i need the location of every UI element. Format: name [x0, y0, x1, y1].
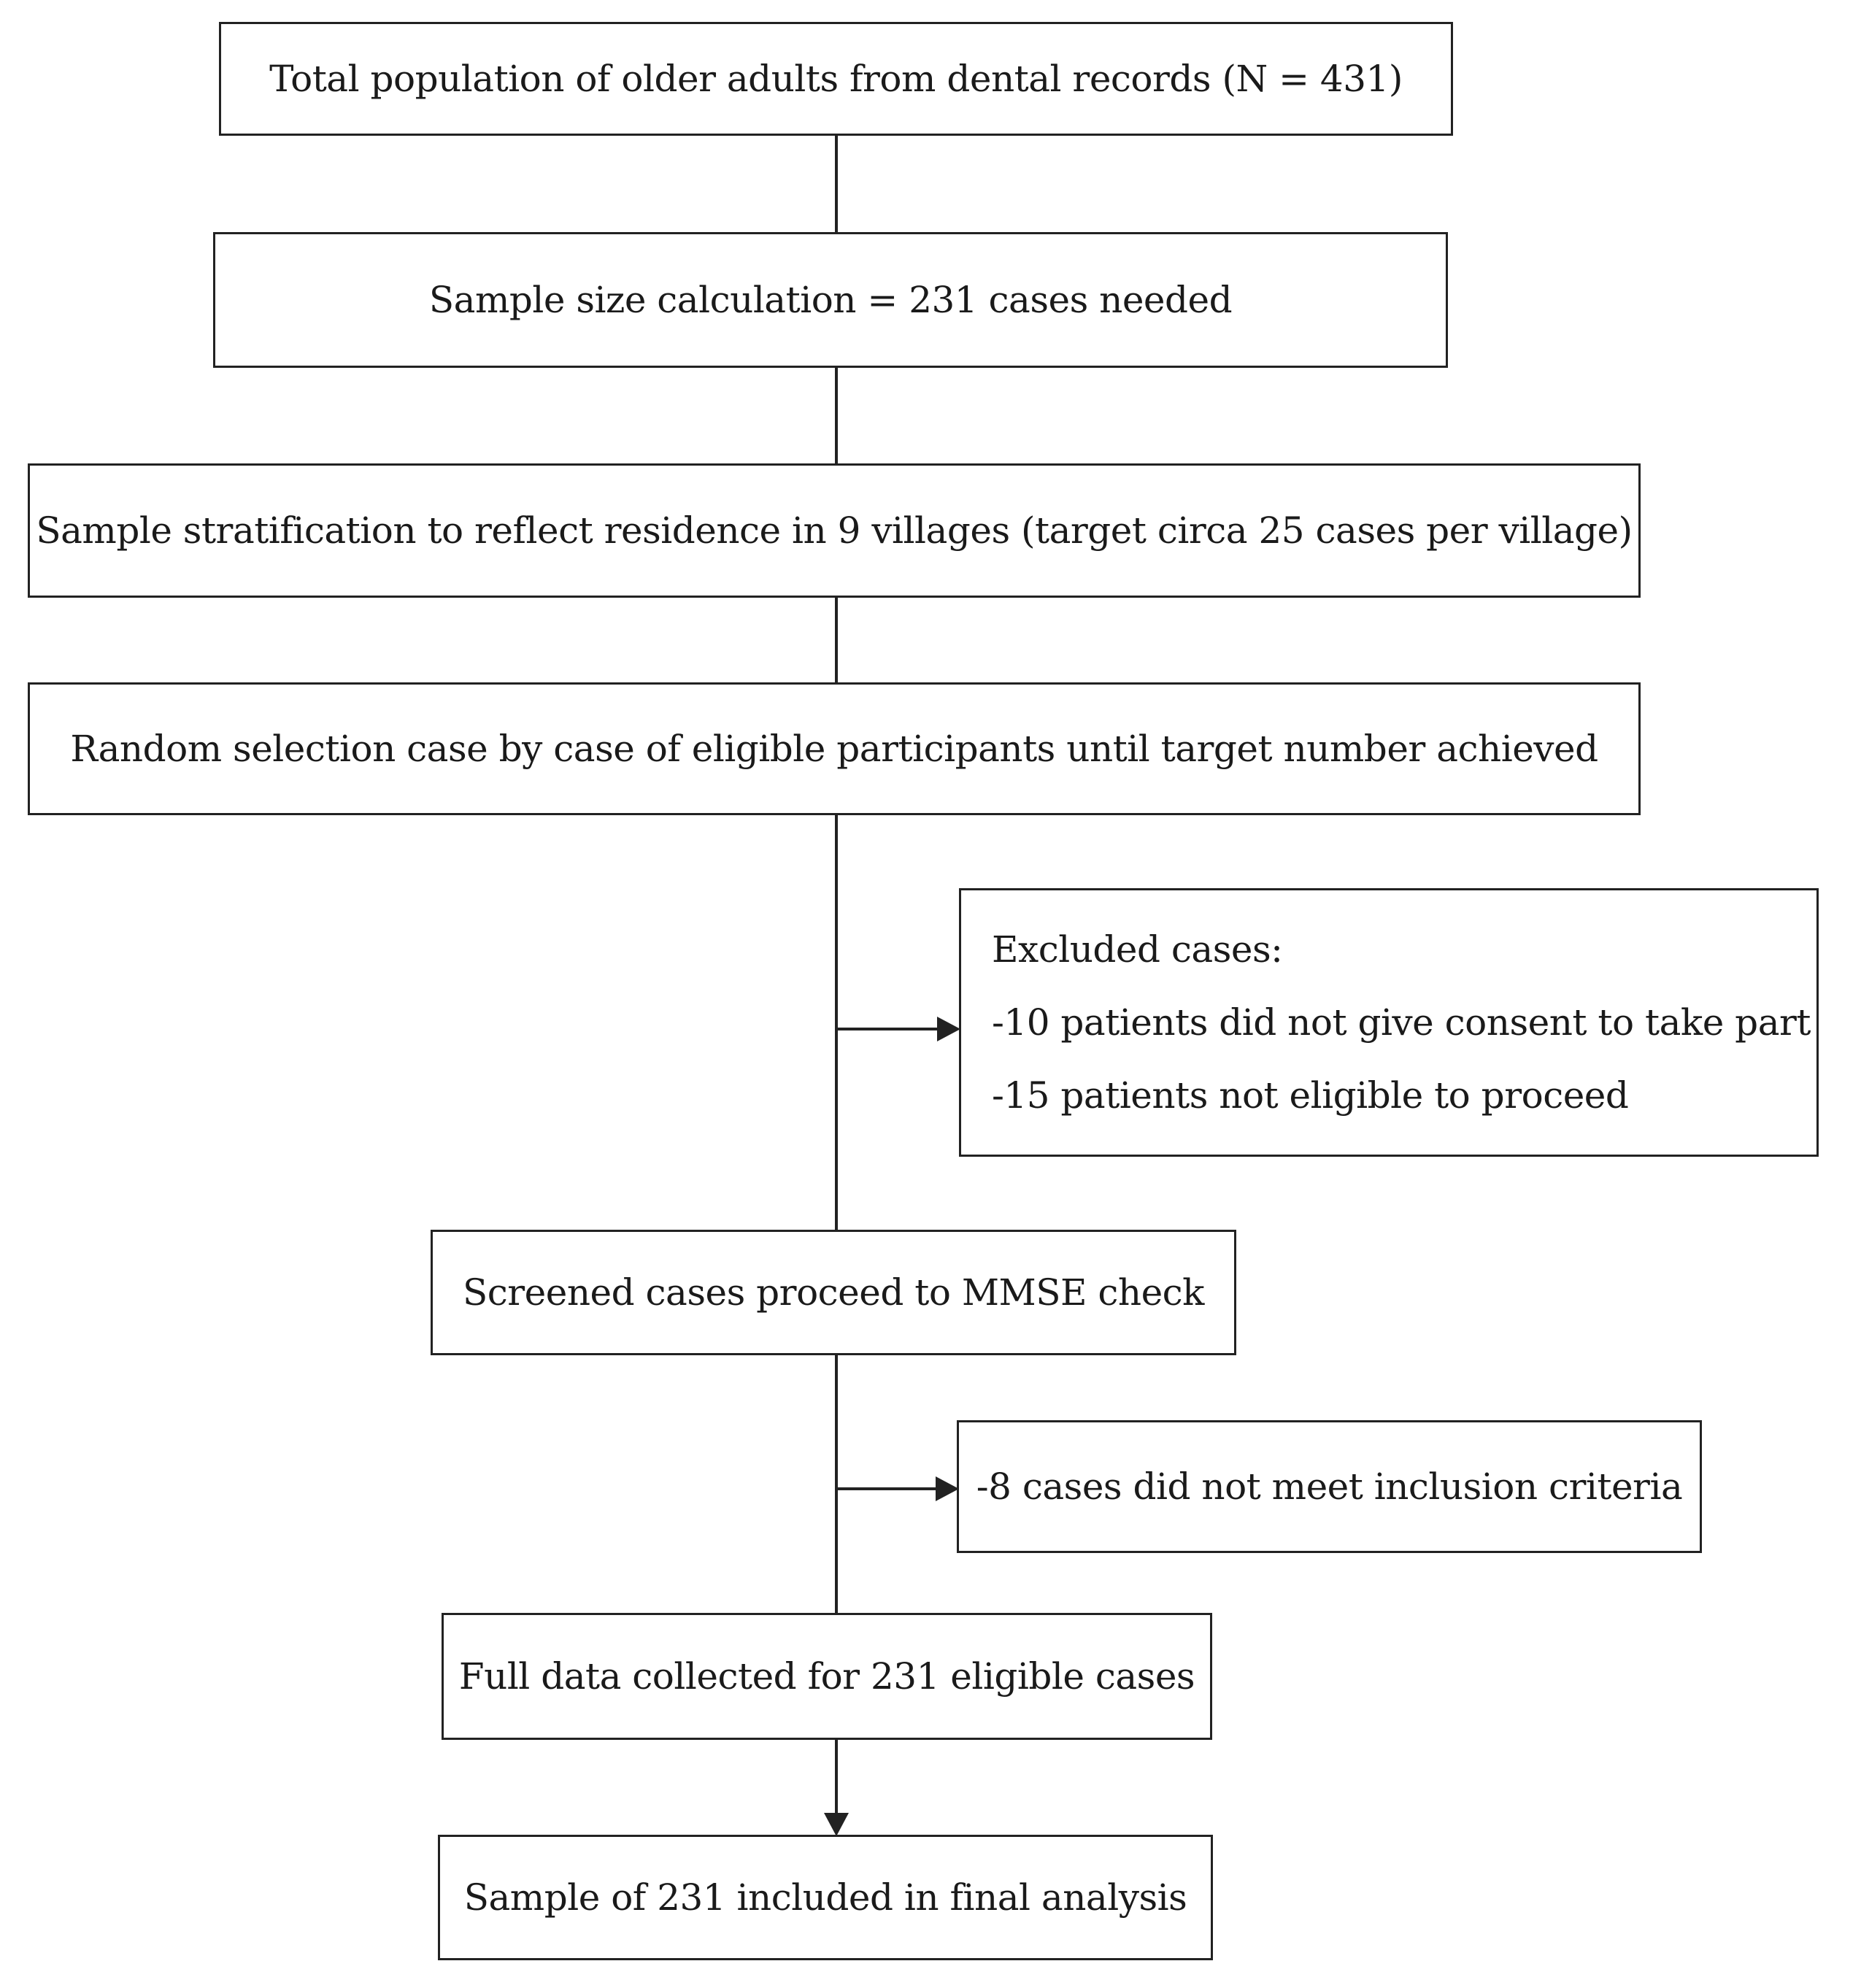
step-total-population-label: Total population of older adults from de…: [269, 58, 1403, 100]
excluded-not-eligible: -15 patients not eligible to proceed: [992, 1074, 1629, 1117]
step-stratification: Sample stratification to reflect residen…: [28, 463, 1641, 598]
connector-3-4: [835, 596, 838, 684]
arrow-to-excluded2: [936, 1476, 959, 1501]
step-mmse-check: Screened cases proceed to MMSE check: [431, 1230, 1236, 1355]
excluded-cases-heading: Excluded cases:: [992, 928, 1283, 971]
connector-5-6: [835, 1354, 838, 1614]
step-final-analysis: Sample of 231 included in final analysis: [438, 1835, 1213, 1960]
step-stratification-label: Sample stratification to reflect residen…: [36, 509, 1633, 552]
excluded-inclusion-box: -8 cases did not meet inclusion criteria: [957, 1420, 1702, 1553]
excluded-cases-box: Excluded cases: -10 patients did not giv…: [959, 888, 1819, 1157]
step-sample-size-label: Sample size calculation = 231 cases need…: [428, 279, 1233, 321]
connector-to-excluded2: [836, 1487, 937, 1490]
step-random-selection-label: Random selection case by case of eligibl…: [70, 728, 1598, 770]
step-total-population: Total population of older adults from de…: [219, 22, 1453, 136]
step-full-data: Full data collected for 231 eligible cas…: [442, 1613, 1212, 1740]
arrow-to-excluded: [937, 1017, 960, 1041]
excluded-no-consent: -10 patients did not give consent to tak…: [992, 1001, 1811, 1044]
step-full-data-label: Full data collected for 231 eligible cas…: [458, 1655, 1195, 1698]
excluded-inclusion-label: -8 cases did not meet inclusion criteria: [976, 1465, 1683, 1508]
arrow-to-step7: [824, 1813, 849, 1836]
connector-4-5: [835, 814, 838, 1231]
step-mmse-check-label: Screened cases proceed to MMSE check: [463, 1271, 1204, 1314]
step-random-selection: Random selection case by case of eligibl…: [28, 682, 1641, 815]
connector-1-2: [835, 134, 838, 234]
connector-to-excluded: [836, 1028, 939, 1030]
connector-6-7: [835, 1738, 838, 1814]
connector-2-3: [835, 366, 838, 465]
step-final-analysis-label: Sample of 231 included in final analysis: [463, 1876, 1187, 1919]
step-sample-size: Sample size calculation = 231 cases need…: [213, 232, 1448, 368]
